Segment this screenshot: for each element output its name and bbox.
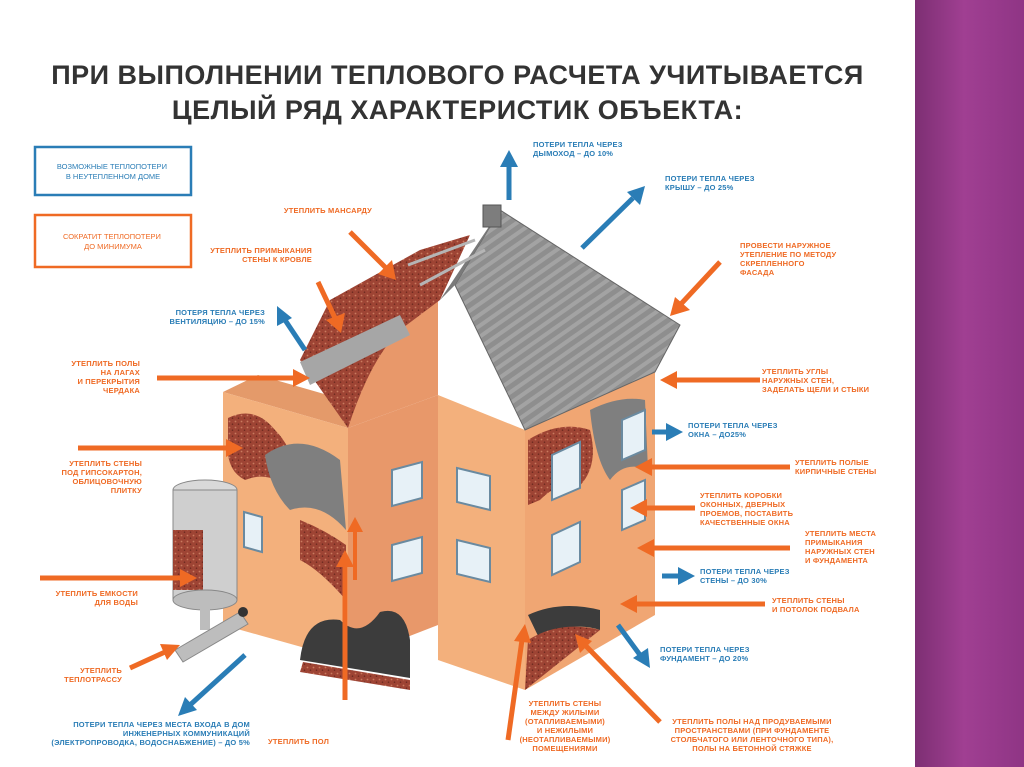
label-floor: УТЕПЛИТЬ ПОЛ <box>268 737 329 746</box>
window <box>457 468 490 510</box>
chimney <box>483 205 501 227</box>
foundation-brick <box>525 627 600 690</box>
arrow-corners <box>660 371 760 389</box>
main-front-wall <box>438 395 525 690</box>
window <box>457 540 490 582</box>
window <box>392 462 422 506</box>
arrow-hollow-walls <box>635 458 790 476</box>
arrow-ventilation <box>277 306 305 350</box>
arrow-walls <box>662 567 695 585</box>
legend-minimize-box <box>35 215 191 267</box>
arrow-heat-pipe <box>130 644 180 668</box>
legend-heat-loss-box <box>35 147 191 195</box>
side-decoration-stripe <box>915 0 1024 767</box>
arrow-attic <box>350 232 396 280</box>
house-heat-loss-diagram: ВОЗМОЖНЫЕ ТЕПЛОПОТЕРИ В НЕУТЕПЛЕННОМ ДОМ… <box>0 0 915 767</box>
window <box>244 512 262 552</box>
pipe-vertical <box>200 600 210 630</box>
arrow-facade <box>670 262 720 316</box>
arrow-utilities <box>178 655 245 716</box>
legend-heat-loss-text: ВОЗМОЖНЫЕ ТЕПЛОПОТЕРИ В НЕУТЕПЛЕННОМ ДОМ… <box>57 162 169 181</box>
legend: ВОЗМОЖНЫЕ ТЕПЛОПОТЕРИ В НЕУТЕПЛЕННОМ ДОМ… <box>35 147 191 267</box>
window <box>392 537 422 581</box>
arrow-foundation <box>618 625 650 668</box>
arrow-foundation-walls <box>637 539 790 557</box>
house-illustration <box>173 205 680 690</box>
heat-pipe <box>175 612 248 662</box>
arrow-drywall <box>78 439 243 457</box>
arrow-chimney <box>500 150 518 200</box>
window <box>622 410 645 460</box>
arrow-roof <box>582 186 645 248</box>
label-attic: УТЕПЛИТЬ МАНСАРДУ <box>284 206 372 215</box>
arrow-windows <box>652 423 683 441</box>
pipe-entry <box>238 607 248 617</box>
